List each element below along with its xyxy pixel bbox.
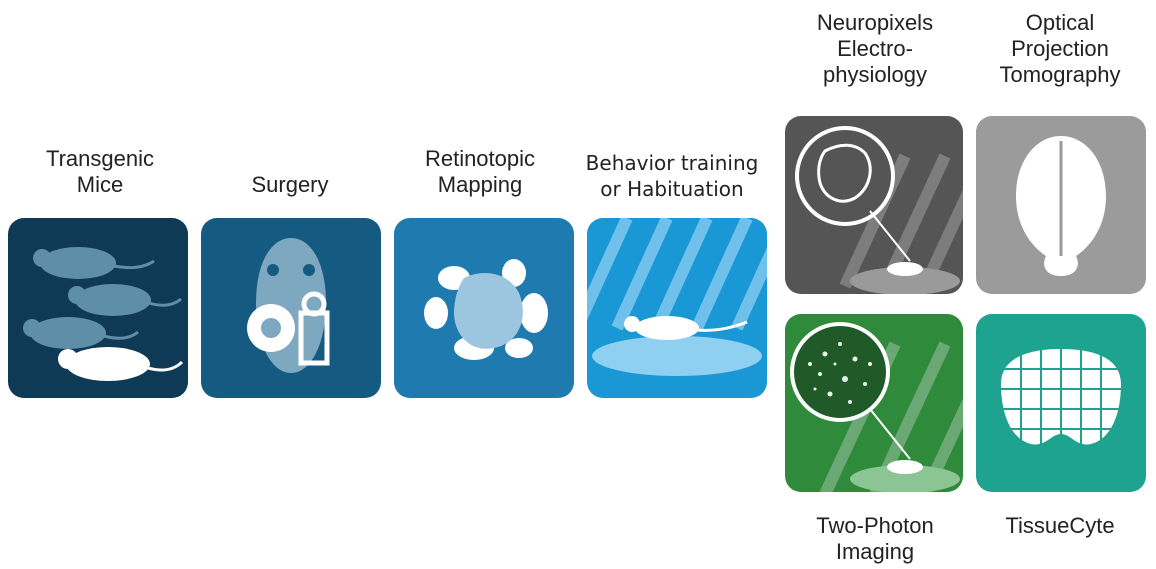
surgery-head-icon [247, 238, 330, 373]
tile-behavior-training [587, 218, 767, 398]
probe-brain-icon [795, 126, 963, 294]
tile-retinotopic-mapping [394, 218, 574, 398]
label-line: Optical [1025, 10, 1095, 35]
label-line: Neuropixels [816, 10, 934, 35]
label-line: Retinotopic [424, 146, 536, 171]
label-line: Transgenic [45, 146, 154, 171]
tile-tissuecyte [976, 314, 1146, 492]
label-behavior-training: Behavior training or Habituation [572, 150, 772, 202]
label-line: physiology [823, 62, 927, 87]
tile-neuropixels [785, 116, 963, 294]
label-neuropixels: Neuropixels Electro- physiology [795, 10, 955, 88]
label-line: TissueCyte [1005, 513, 1115, 538]
label-line: or Habituation [600, 177, 744, 201]
label-line: Surgery [251, 172, 329, 197]
label-line: Electro- [837, 36, 913, 61]
cortex-map-icon [424, 259, 548, 360]
label-tissuecyte: TissueCyte [975, 513, 1145, 539]
label-line: Tomography [999, 62, 1121, 87]
tile-surgery [201, 218, 381, 398]
mice-icon [23, 247, 184, 381]
label-surgery: Surgery [210, 172, 370, 198]
brain-silhouette-icon [1016, 136, 1106, 276]
label-transgenic-mice: Transgenic Mice [20, 146, 180, 198]
label-optical-projection: Optical Projection Tomography [975, 10, 1145, 88]
label-line: Imaging [835, 539, 915, 564]
label-retinotopic-mapping: Retinotopic Mapping [400, 146, 560, 198]
label-line: Behavior training [585, 151, 759, 175]
tile-optical-projection-tomography [976, 116, 1146, 294]
tile-transgenic-mice [8, 218, 188, 398]
label-line: Two-Photon [816, 513, 934, 538]
neurons-magnifier-icon [790, 322, 963, 492]
label-two-photon: Two-Photon Imaging [795, 513, 955, 565]
label-line: Projection [1011, 36, 1109, 61]
label-line: Mapping [437, 172, 523, 197]
tile-two-photon-imaging [785, 314, 963, 492]
brain-section-grid-icon [996, 349, 1126, 454]
mouse-on-platform-icon [587, 218, 767, 376]
label-line: Mice [76, 172, 124, 197]
